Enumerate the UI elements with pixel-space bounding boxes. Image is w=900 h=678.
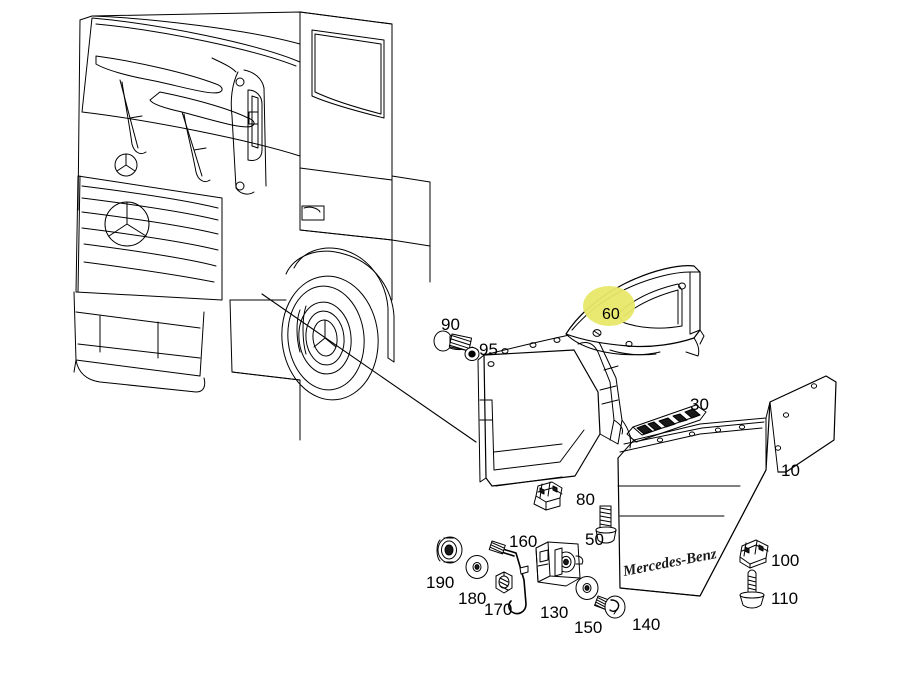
part-150-washer [575, 576, 599, 600]
callout-10: 10 [781, 461, 800, 480]
part-140-screw [594, 595, 626, 619]
callout-30: 30 [690, 395, 709, 414]
callout-100: 100 [771, 551, 800, 570]
part-60-highlight [583, 286, 635, 326]
callout-130: 130 [540, 603, 569, 622]
part-10-outer-panel [617, 375, 837, 597]
part-95-washer [464, 347, 480, 361]
callout-150: 150 [574, 618, 603, 637]
truck-cab-line-drawing [73, 11, 431, 441]
callout-95: 95 [479, 340, 498, 359]
callout-140: 140 [632, 615, 661, 634]
callout-60: 60 [602, 306, 620, 323]
callout-160: 160 [509, 532, 538, 551]
callout-180: 180 [458, 589, 487, 608]
front-wheel [281, 275, 379, 401]
part-100-clip [739, 539, 769, 569]
leader-line-to-part-60 [261, 293, 477, 443]
callout-50: 50 [585, 530, 604, 549]
callout-190: 190 [426, 573, 455, 592]
callout-80: 80 [576, 490, 595, 509]
callout-110: 110 [771, 589, 799, 608]
part-90-screw [433, 330, 479, 352]
callout-90: 90 [441, 315, 460, 334]
part-190-grommet [436, 536, 463, 564]
mercedes-star-emblem [114, 153, 138, 177]
part-160-bent-rod [488, 540, 529, 615]
part-110-flange-screw [739, 569, 765, 609]
part-170-hex-nut [495, 571, 513, 594]
part-30-trim-strip [626, 404, 707, 443]
part-130-latch-block [535, 541, 584, 587]
callout-170: 170 [484, 600, 513, 619]
part-180-washer [465, 555, 489, 579]
part-80-spring-clip [533, 481, 563, 511]
part-50-bolt [595, 505, 617, 544]
grille-star-emblem [104, 201, 150, 247]
